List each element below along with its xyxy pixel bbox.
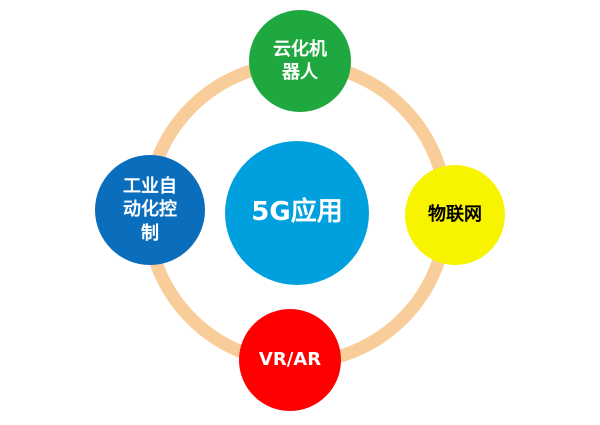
node-cloud-robot-label: 云化机 器人 — [273, 38, 327, 83]
node-vr-ar: VR/AR — [239, 309, 341, 411]
node-5g-applications-label: 5G应用 — [251, 197, 343, 228]
node-vr-ar-label: VR/AR — [258, 349, 322, 371]
node-industrial-automation-label: 工业自 动化控 制 — [123, 175, 177, 244]
node-5g-applications: 5G应用 — [225, 141, 369, 285]
node-cloud-robot: 云化机 器人 — [249, 10, 351, 112]
node-iot: 物联网 — [405, 165, 505, 265]
node-iot-label: 物联网 — [428, 204, 482, 226]
node-industrial-automation: 工业自 动化控 制 — [95, 155, 205, 265]
